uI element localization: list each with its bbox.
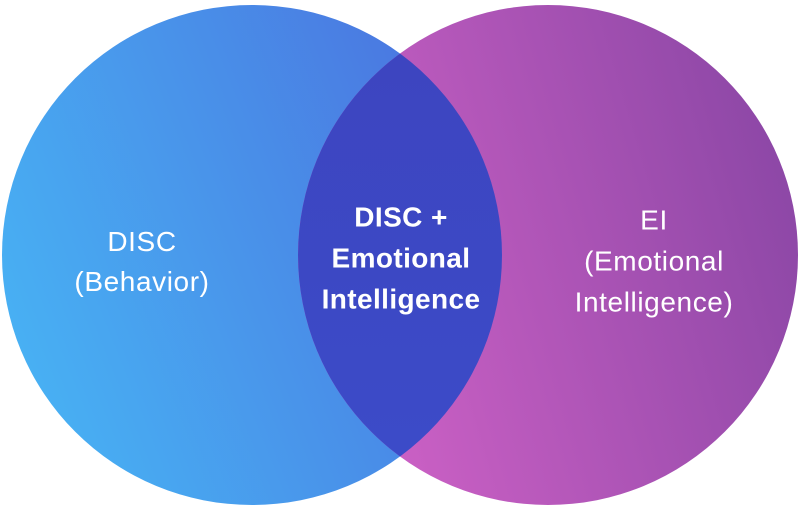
label-line: EI bbox=[640, 204, 668, 236]
left-circle-label: DISC (Behavior) bbox=[74, 222, 209, 302]
label-line: (Behavior) bbox=[74, 266, 210, 297]
label-line: DISC bbox=[107, 226, 177, 257]
right-circle-label: EI (Emotional Intelligence) bbox=[575, 200, 734, 323]
label-line: Emotional bbox=[331, 242, 471, 274]
label-line: DISC + bbox=[354, 201, 448, 233]
label-line: Intelligence) bbox=[574, 286, 734, 318]
overlap-label: DISC + Emotional Intelligence bbox=[322, 197, 481, 320]
overlap-lens bbox=[298, 5, 502, 505]
label-line: (Emotional bbox=[584, 245, 724, 277]
label-line: Intelligence bbox=[321, 283, 481, 315]
